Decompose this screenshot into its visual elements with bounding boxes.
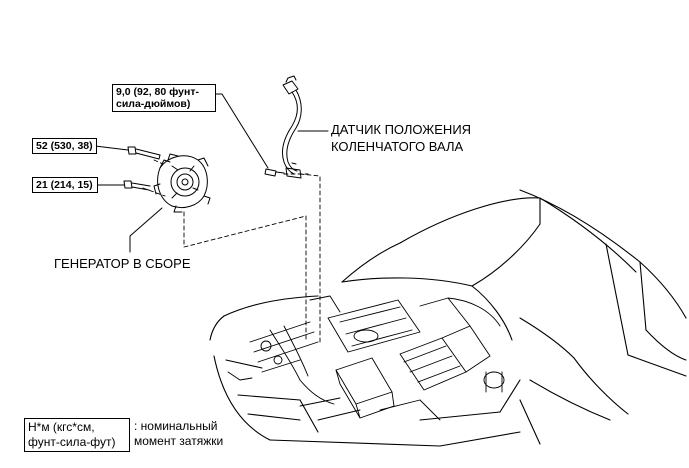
part-label-line-2: КОЛЕНЧАТОГО ВАЛА bbox=[331, 139, 464, 154]
legend-units-line-1: Н*м (кгс*см, bbox=[28, 420, 95, 434]
legend-units-line-2: фунт-сила-фут) bbox=[28, 435, 116, 449]
torque-label-text: 52 (530, 38) bbox=[36, 140, 93, 152]
torque-label-line-1: 9,0 (92, 80 фунт- bbox=[116, 86, 199, 98]
alternator-assembly bbox=[123, 146, 211, 213]
location-guide-lines bbox=[142, 159, 321, 343]
part-label-alternator: ГЕНЕРАТОР В СБОРЕ bbox=[54, 255, 191, 272]
torque-label-alternator-upper-bolt: 52 (530, 38) bbox=[32, 138, 97, 154]
part-label-crank-sensor: ДАТЧИК ПОЛОЖЕНИЯ КОЛЕНЧАТОГО ВАЛА bbox=[331, 121, 471, 155]
torque-label-sensor-bolt: 9,0 (92, 80 фунт- сила-дюймов) bbox=[112, 84, 216, 112]
legend-meaning-line-2: момент затяжки bbox=[134, 434, 224, 448]
torque-label-line-2: сила-дюймов) bbox=[116, 98, 191, 110]
torque-label-text: 21 (214, 15) bbox=[36, 179, 93, 191]
vehicle-outline bbox=[209, 189, 687, 447]
leader-lines bbox=[94, 93, 329, 253]
part-label-text: ГЕНЕРАТОР В СБОРЕ bbox=[54, 256, 191, 271]
legend-meaning: : номинальный момент затяжки bbox=[134, 419, 223, 449]
legend-units-box: Н*м (кгс*см, фунт-сила-фут) bbox=[24, 418, 130, 452]
part-label-line-1: ДАТЧИК ПОЛОЖЕНИЯ bbox=[331, 122, 472, 137]
torque-label-alternator-lower-bolt: 21 (214, 15) bbox=[32, 177, 98, 193]
engine-compartment bbox=[227, 295, 505, 421]
legend-meaning-line-1: : номинальный bbox=[134, 419, 218, 433]
crank-sensor-assembly bbox=[264, 75, 302, 179]
